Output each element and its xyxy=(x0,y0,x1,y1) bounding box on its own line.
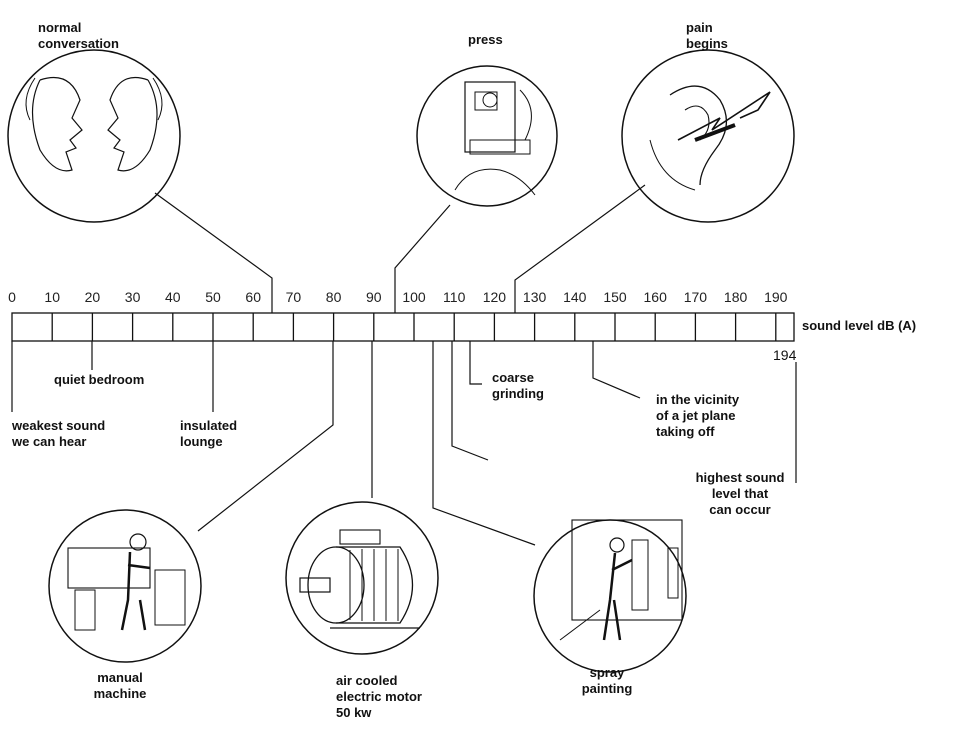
tick-label: 150 xyxy=(603,289,627,305)
tick-label: 110 xyxy=(443,289,466,305)
tick-labels: 0 10 20 30 40 50 60 70 80 90 100 110 120 130 140 150 160… xyxy=(8,289,788,305)
leader-manual xyxy=(197,341,334,532)
label-spray-painting: spray painting xyxy=(581,665,633,696)
tick-label: 90 xyxy=(366,289,382,305)
leader-conversation xyxy=(154,192,273,313)
scale-bar xyxy=(11,312,795,342)
tick-label: 60 xyxy=(245,289,261,305)
tick-label: 70 xyxy=(286,289,302,305)
leader-pain xyxy=(514,184,646,313)
max-194-label: 194 xyxy=(773,347,797,363)
tick-label: 30 xyxy=(125,289,141,305)
ear-icon xyxy=(621,49,795,223)
tick-label: 140 xyxy=(563,289,587,305)
tick-label: 130 xyxy=(523,289,547,305)
leader-jet xyxy=(592,341,641,399)
label-jet-plane: in the vicinity of a jet plane taking of… xyxy=(656,392,740,439)
leader-coarse xyxy=(469,341,482,385)
label-electric-motor: air cooled electric motor 50 kw xyxy=(336,673,422,720)
spray-painter-icon xyxy=(533,519,687,673)
tick-label: 190 xyxy=(764,289,788,305)
tick-label: 0 xyxy=(8,289,16,305)
tick-label: 10 xyxy=(44,289,60,305)
leader-press xyxy=(394,204,451,313)
label-weakest-sound: weakest sound we can hear xyxy=(12,418,106,449)
illustrations xyxy=(7,49,795,673)
leader-spray xyxy=(432,341,536,546)
tick-label: 40 xyxy=(165,289,181,305)
tick-label: 120 xyxy=(483,289,507,305)
label-pain-begins: pain begins xyxy=(686,20,728,51)
label-press: press xyxy=(468,32,503,47)
leader-110 xyxy=(451,341,489,461)
tick-label: 170 xyxy=(684,289,708,305)
lathe-worker-icon xyxy=(48,509,202,663)
tick-label: 50 xyxy=(205,289,221,305)
leader-lines xyxy=(11,184,797,546)
electric-motor-icon xyxy=(285,501,439,655)
tick-label: 20 xyxy=(85,289,101,305)
label-coarse-grinding: coarse grinding xyxy=(492,370,544,401)
scale-cell-dividers xyxy=(51,313,777,341)
label-normal-conversation: normal conversation xyxy=(38,20,119,51)
tick-label: 100 xyxy=(402,289,426,305)
tick-label: 160 xyxy=(644,289,668,305)
unit-label: sound level dB (A) xyxy=(802,318,917,333)
two-faces-icon xyxy=(7,49,181,223)
label-manual-machine: manual machine xyxy=(93,670,147,701)
label-quiet-bedroom: quiet bedroom xyxy=(54,372,145,387)
label-insulated-lounge: insulated lounge xyxy=(180,418,238,449)
press-machine-icon xyxy=(416,65,558,207)
tick-label: 180 xyxy=(724,289,748,305)
tick-label: 80 xyxy=(326,289,342,305)
label-highest-sound: highest sound level that can occur xyxy=(695,470,785,517)
